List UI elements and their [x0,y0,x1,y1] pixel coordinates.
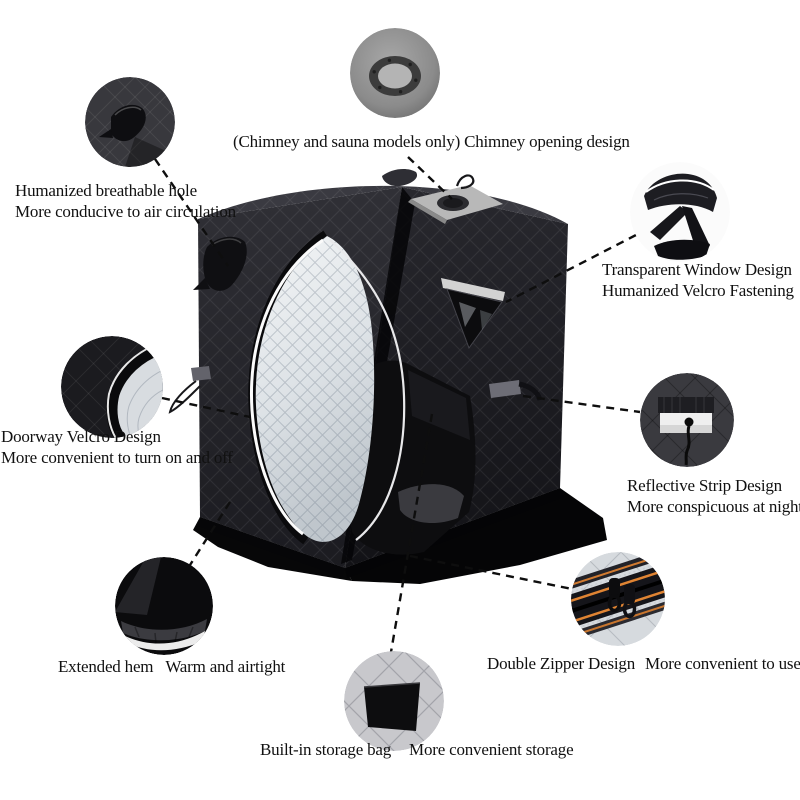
connector-breathable [154,158,229,267]
extended-hem-photo [115,557,213,655]
label-storage-benefit: More convenient storage [409,740,574,759]
label-breathable-line1: Humanized breathable hole [15,181,197,200]
label-breathable: Humanized breathable hole More conducive… [15,180,236,222]
storage-bag-photo [344,651,444,751]
door-zipper-piping-left [250,238,324,536]
label-hem-feature: Extended hem [58,657,154,676]
connector-chimney [407,156,453,200]
window-flap-photo [630,162,730,262]
label-zipper-feature: Double Zipper Design [487,654,636,673]
label-breathable-line2: More conducive to air circulation [15,202,236,221]
label-hem: Extended hem Warm and airtight [58,656,285,677]
label-storage: Built-in storage bag More convenient stor… [260,739,574,760]
label-reflective: Reflective Strip Design More conspicuous… [627,475,800,517]
connector-reflective [522,394,641,414]
label-doorway-line1: Doorway Velcro Design [1,427,161,446]
tent-chimney-patch [382,168,503,224]
tent-breathable-flap [193,236,247,291]
chimney-bolts [372,58,418,94]
tent-bottom-band-right [345,488,564,578]
doorway-velcro-photo [61,336,163,438]
chimney-opening-photo [350,28,440,118]
reflective-strip-photo [640,373,734,467]
label-window-line2: Humanized Velcro Fastening [602,281,794,300]
connector-doorway [161,396,251,419]
label-zipper: Double Zipper Design More convenient to u… [487,653,800,674]
connector-lines [154,156,641,653]
connector-hem [188,501,232,566]
tent-bottom-band-left [198,517,345,577]
label-reflective-line2: More conspicuous at night [627,497,800,516]
tent-door-open [248,230,476,555]
label-chimney: (Chimney and sauna models only) Chimney … [233,131,630,152]
connector-window [505,233,637,304]
label-doorway: Doorway Velcro Design More convenient to… [1,426,233,468]
tent-window-triangle [441,278,505,350]
double-zipper-photo [571,552,665,646]
label-reflective-line1: Reflective Strip Design [627,476,782,495]
breathable-hole-photo [85,77,175,167]
label-window: Transparent Window Design Humanized Velc… [602,259,794,301]
label-chimney-text: (Chimney and sauna models only) Chimney … [233,132,630,151]
tent-left-tab [168,366,211,414]
label-doorway-line2: More convenient to turn on and off [1,448,233,467]
connector-storage [389,413,434,653]
label-hem-benefit: Warm and airtight [165,657,286,676]
door-zipper-piping-right [329,239,406,541]
label-storage-feature: Built-in storage bag [260,740,392,759]
label-zipper-benefit: More convenient to use [645,654,800,673]
label-window-line1: Transparent Window Design [602,260,792,279]
